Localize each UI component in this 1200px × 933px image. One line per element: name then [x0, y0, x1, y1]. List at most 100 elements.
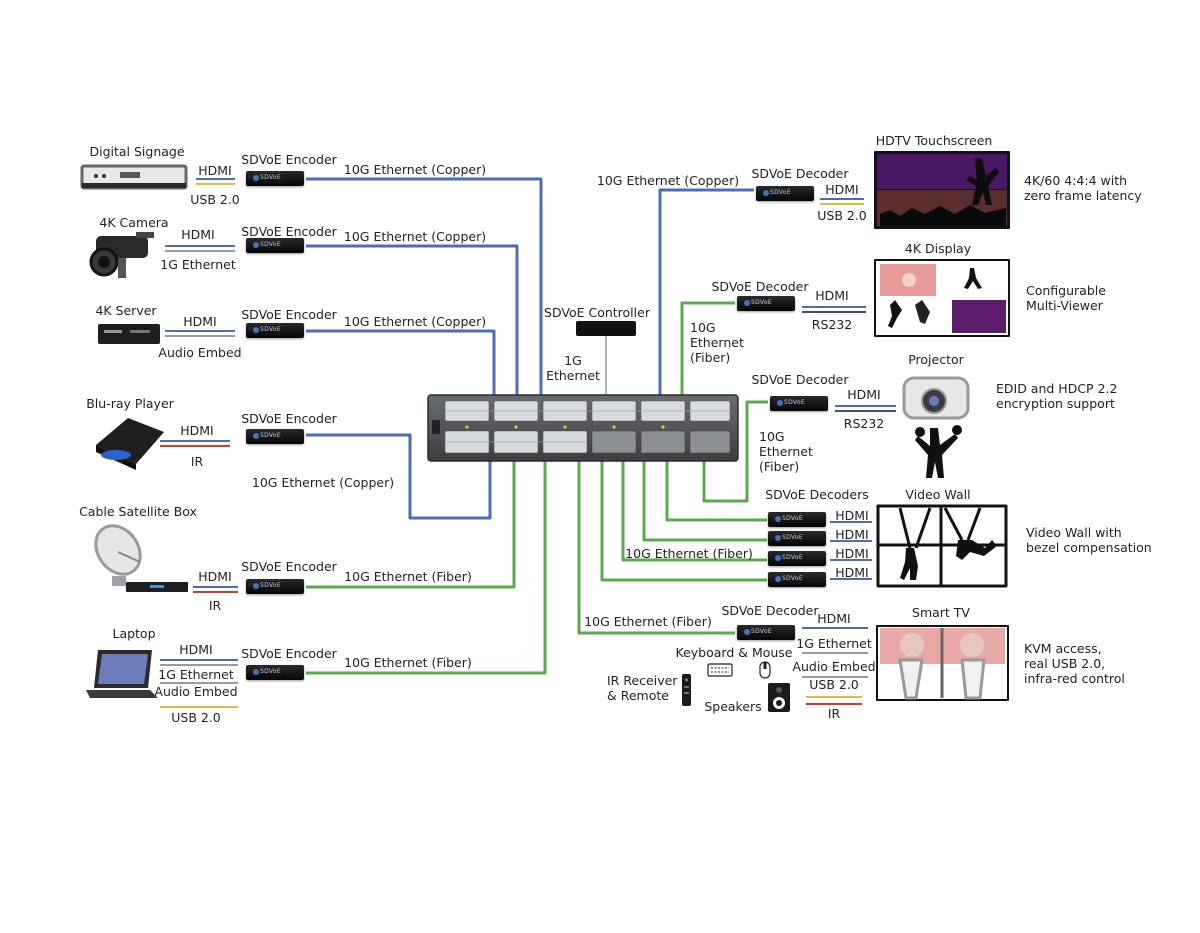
controller-box-icon [576, 321, 636, 336]
decoder-box-4d: SDVoE [768, 572, 826, 587]
keyboard-mouse-label: Keyboard & Mouse [675, 645, 793, 660]
signal-label: HDMI [835, 527, 869, 542]
display-note: KVM access, real USB 2.0, infra-red cont… [1024, 641, 1125, 686]
signal-label: RS232 [811, 317, 853, 332]
signal-label: HDMI [835, 546, 869, 561]
display-note: 4K/60 4:4:4 with zero frame latency [1024, 173, 1142, 203]
smart-tv-icon [876, 625, 1009, 701]
encoder-label: SDVoE Encoder [241, 152, 337, 167]
signal-label: Audio Embed [158, 345, 242, 360]
signal-label: HDMI [181, 227, 215, 242]
link-label: 10G Ethernet (Fiber) [690, 320, 744, 365]
encoder-box-5: SDVoE [246, 579, 304, 594]
decoder-box-4b: SDVoE [768, 531, 826, 546]
4k-display-icon [874, 259, 1010, 337]
signal-label: RS232 [843, 416, 885, 431]
encoder-box-3: SDVoE [246, 323, 304, 338]
controller-link-label: 1G Ethernet [546, 353, 600, 383]
signal-label: HDMI [198, 569, 232, 584]
decoder-label: SDVoE Decoder [721, 603, 819, 618]
mouse-icon [759, 661, 771, 679]
decoder-box-2: SDVoE [737, 296, 795, 311]
camera-icon [89, 232, 154, 278]
signal-label: USB 2.0 [171, 710, 221, 725]
link-label: 10G Ethernet (Copper) [596, 173, 740, 188]
link-label: 10G Ethernet (Fiber) [344, 569, 472, 584]
signal-label: USB 2.0 [190, 192, 240, 207]
display-note: Configurable Multi-Viewer [1026, 283, 1106, 313]
signal-label: HDMI [179, 642, 213, 657]
signal-label: Audio Embed [154, 684, 238, 699]
display-signal-lines [802, 198, 896, 705]
digital-signage-icon [80, 164, 188, 190]
laptop-icon [86, 650, 158, 698]
encoder-box-1: SDVoE [246, 171, 304, 186]
display-name: Projector [908, 352, 964, 367]
link-label: 10G Ethernet (Fiber) [759, 429, 813, 474]
encoder-label: SDVoE Encoder [241, 307, 337, 322]
source-name: Cable Satellite Box [79, 504, 197, 519]
satellite-box-icon [94, 524, 188, 592]
link-label: 10G Ethernet (Copper) [343, 229, 487, 244]
signal-label: HDMI [815, 288, 849, 303]
copper-links [306, 177, 754, 520]
decoder-box-4c: SDVoE [768, 551, 826, 566]
video-wall-icon [876, 504, 1008, 588]
decoder-box-1: SDVoE [756, 186, 814, 201]
signal-label: HDMI [847, 387, 881, 402]
keyboard-icon [707, 663, 733, 677]
signal-label: 1G Ethernet [160, 257, 236, 272]
link-label: 10G Ethernet (Fiber) [584, 614, 712, 629]
remote-icon [682, 674, 691, 706]
decoder-box-4a: SDVoE [768, 512, 826, 527]
hdtv-touchscreen-icon [874, 151, 1010, 229]
source-signal-lines [160, 178, 238, 708]
source-name: Blu-ray Player [86, 396, 174, 411]
signal-label: IR [208, 598, 222, 613]
display-note: EDID and HDCP 2.2 encryption support [996, 381, 1118, 411]
display-note: Video Wall with bezel compensation [1026, 525, 1152, 555]
encoder-label: SDVoE Encoder [241, 559, 337, 574]
server-icon [98, 324, 160, 344]
source-name: 4K Server [95, 303, 157, 318]
signal-label: HDMI [180, 423, 214, 438]
signal-label: IR [190, 454, 204, 469]
encoder-box-4: SDVoE [246, 429, 304, 444]
link-label: 10G Ethernet (Fiber) [625, 546, 753, 561]
controller-label: SDVoE Controller [544, 305, 650, 320]
encoder-label: SDVoE Encoder [241, 411, 337, 426]
decoder-label: SDVoE Decoder [751, 372, 849, 387]
decoder-box-3: SDVoE [770, 396, 828, 411]
display-name: 4K Display [904, 241, 972, 256]
encoder-label: SDVoE Encoder [241, 224, 337, 239]
signal-label: HDMI [817, 611, 851, 626]
source-name: 4K Camera [99, 215, 169, 230]
network-switch [427, 394, 739, 462]
decoder-label: SDVoE Decoders [765, 487, 869, 502]
signal-label: USB 2.0 [817, 208, 867, 223]
encoder-box-6: SDVoE [246, 665, 304, 680]
decoder-box-5: SDVoE [737, 625, 795, 640]
signal-label: HDMI [825, 182, 859, 197]
display-name: Video Wall [905, 487, 971, 502]
signal-label: USB 2.0 [809, 677, 859, 692]
display-name: HDTV Touchscreen [875, 133, 993, 148]
signal-label: HDMI [835, 508, 869, 523]
bluray-player-icon [96, 418, 164, 470]
ir-receiver-label: IR Receiver & Remote [607, 673, 678, 703]
signal-label: 1G Ethernet [158, 667, 234, 682]
source-name: Laptop [112, 626, 156, 641]
projector-icon [902, 376, 970, 478]
decoder-label: SDVoE Decoder [751, 166, 849, 181]
signal-label: HDMI [198, 163, 232, 178]
signal-label: HDMI [183, 314, 217, 329]
signal-label: HDMI [835, 565, 869, 580]
signal-label: 1G Ethernet [796, 636, 872, 651]
fiber-links [306, 301, 768, 675]
decoder-label: SDVoE Decoder [711, 279, 809, 294]
speaker-icon [768, 683, 790, 712]
speakers-label: Speakers [704, 699, 762, 714]
link-label: 10G Ethernet (Copper) [251, 475, 395, 490]
